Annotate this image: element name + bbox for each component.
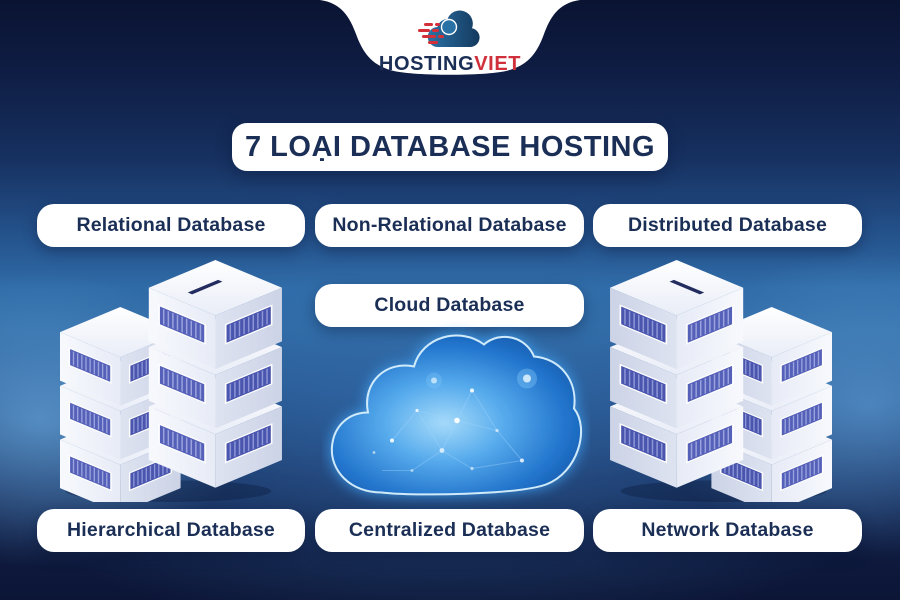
- brand-hosting-text: HOSTING: [378, 53, 475, 75]
- brand-wordmark: HOSTINGVIET: [318, 53, 582, 76]
- page-title: 7 LOẠI DATABASE HOSTING: [232, 123, 668, 171]
- label-relational-database: Relational Database: [37, 204, 305, 247]
- digital-cloud-illustration: [330, 334, 583, 496]
- cloud-speed-icon: [418, 10, 480, 48]
- server-stack-left-illustration: [60, 260, 282, 502]
- label-distributed-database: Distributed Database: [593, 204, 862, 247]
- label-cloud-database: Cloud Database: [315, 284, 584, 327]
- label-network-database: Network Database: [593, 509, 862, 552]
- label-hierarchical-database: Hierarchical Database: [37, 509, 305, 552]
- label-centralized-database: Centralized Database: [315, 509, 584, 552]
- server-stack-right-illustration: [610, 260, 832, 502]
- brand-viet-text: VIET: [474, 53, 522, 75]
- label-non-relational-database: Non-Relational Database: [315, 204, 584, 247]
